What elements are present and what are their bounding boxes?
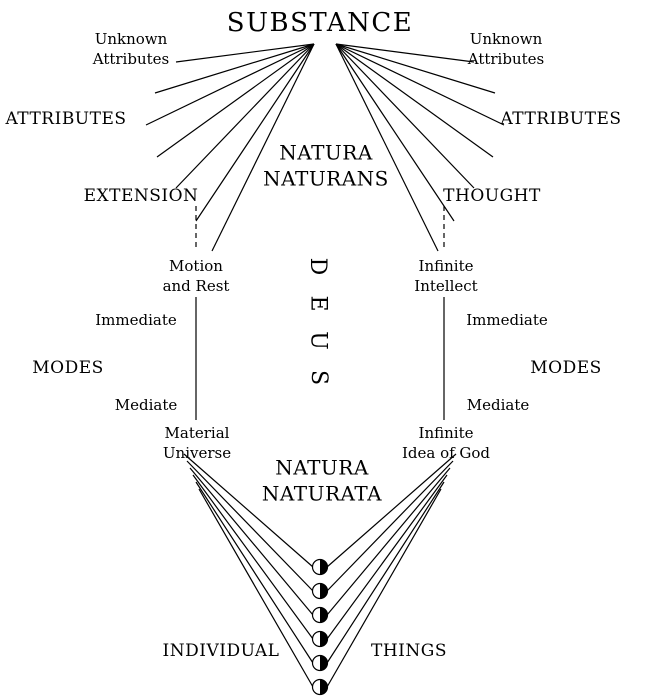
fan-line: [183, 453, 314, 568]
natura-naturata-line1: NATURA: [275, 455, 369, 480]
dashed-connectors: [195, 206, 445, 251]
infinite-intellect-line2: Intellect: [414, 277, 478, 295]
substance-title: SUBSTANCE: [226, 7, 414, 38]
modes-right-label: MODES: [530, 357, 602, 378]
natura-naturans-line2: NATURANS: [263, 167, 389, 191]
fan-line: [326, 467, 451, 616]
individual-label: INDIVIDUAL: [162, 640, 280, 661]
infinite-intellect-line1: Infinite: [418, 257, 474, 276]
individual-things-nodes: [311, 558, 329, 696]
immediate-left-label: Immediate: [95, 311, 177, 330]
fan-line: [211, 43, 315, 252]
immediate-right-label: Immediate: [466, 311, 548, 330]
fan-line: [145, 43, 315, 126]
fan-line: [156, 43, 315, 158]
thought-label: THOUGHT: [443, 185, 541, 206]
material-universe-label: Material Universe: [163, 424, 231, 464]
modes-left-label: MODES: [32, 357, 104, 378]
motion-and-rest-label: Motion and Rest: [163, 257, 230, 297]
fan-line: [154, 43, 315, 94]
attributes-left-label: ATTRIBUTES: [5, 108, 127, 129]
deus-vertical-label: D E U S: [305, 254, 331, 390]
fan-line: [189, 467, 314, 616]
mode-chain-lines: [195, 297, 445, 420]
fan-line: [195, 43, 315, 222]
fan-line: [192, 474, 314, 640]
fan-line: [195, 481, 314, 664]
deus-letter-e: E: [305, 295, 331, 312]
fan-line: [335, 43, 494, 158]
natura-naturans-label: NATURA NATURANS: [263, 140, 389, 193]
mediate-left-label: Mediate: [114, 396, 178, 415]
half-circle-icon: [311, 678, 329, 696]
fan-line: [326, 460, 454, 592]
half-circle-icon: [311, 630, 329, 648]
fan-line: [335, 43, 439, 252]
motion-and-rest-line2: and Rest: [162, 277, 230, 295]
natura-naturata-line2: NATURATA: [261, 482, 383, 506]
natura-naturans-line1: NATURA: [279, 140, 373, 165]
fan-line: [335, 43, 496, 94]
motion-and-rest-line1: Motion: [169, 257, 223, 276]
fan-line: [186, 460, 314, 592]
top-fan-left: [145, 43, 315, 252]
top-fan-right: [335, 43, 505, 252]
deus-letter-s: S: [305, 369, 331, 386]
half-circle-icon: [311, 606, 329, 624]
fan-line: [335, 43, 505, 126]
half-circle-icon: [311, 654, 329, 672]
unknown-attributes-right-label: Unknown Attributes: [468, 30, 544, 70]
mediate-right-label: Mediate: [466, 396, 530, 415]
fan-line: [326, 481, 445, 664]
extension-label: EXTENSION: [83, 185, 199, 206]
unknown-attributes-left-label: Unknown Attributes: [93, 30, 169, 70]
material-universe-line1: Material: [164, 424, 230, 443]
deus-letter-d: D: [305, 257, 331, 276]
bottom-fan-left: [183, 453, 314, 688]
fan-line: [326, 453, 457, 568]
things-label: THINGS: [371, 640, 447, 661]
fan-line: [335, 43, 475, 189]
half-circle-icon: [311, 582, 329, 600]
fan-line: [335, 43, 455, 222]
unknown-attributes-left-line1: Unknown: [94, 30, 168, 49]
unknown-attributes-right-line2: Attributes: [467, 50, 545, 68]
infinite-idea-of-god-label: Infinite Idea of God: [402, 424, 490, 464]
fan-line: [335, 43, 475, 63]
unknown-attributes-left-line2: Attributes: [92, 50, 170, 68]
unknown-attributes-right-line1: Unknown: [469, 30, 543, 49]
fan-line: [326, 474, 448, 640]
infinite-idea-of-god-line1: Infinite: [418, 424, 474, 443]
fan-line: [198, 488, 314, 688]
half-circle-icon: [311, 558, 329, 576]
fan-line: [175, 43, 315, 189]
attributes-right-label: ATTRIBUTES: [500, 108, 622, 129]
infinite-idea-of-god-line2: Idea of God: [401, 444, 491, 462]
material-universe-line2: Universe: [162, 444, 232, 462]
natura-naturata-label: NATURA NATURATA: [262, 455, 382, 508]
infinite-intellect-label: Infinite Intellect: [414, 257, 477, 297]
deus-letter-u: U: [305, 331, 331, 350]
fan-line: [175, 43, 315, 63]
fan-line: [326, 488, 442, 688]
bottom-fan-right: [326, 453, 457, 688]
